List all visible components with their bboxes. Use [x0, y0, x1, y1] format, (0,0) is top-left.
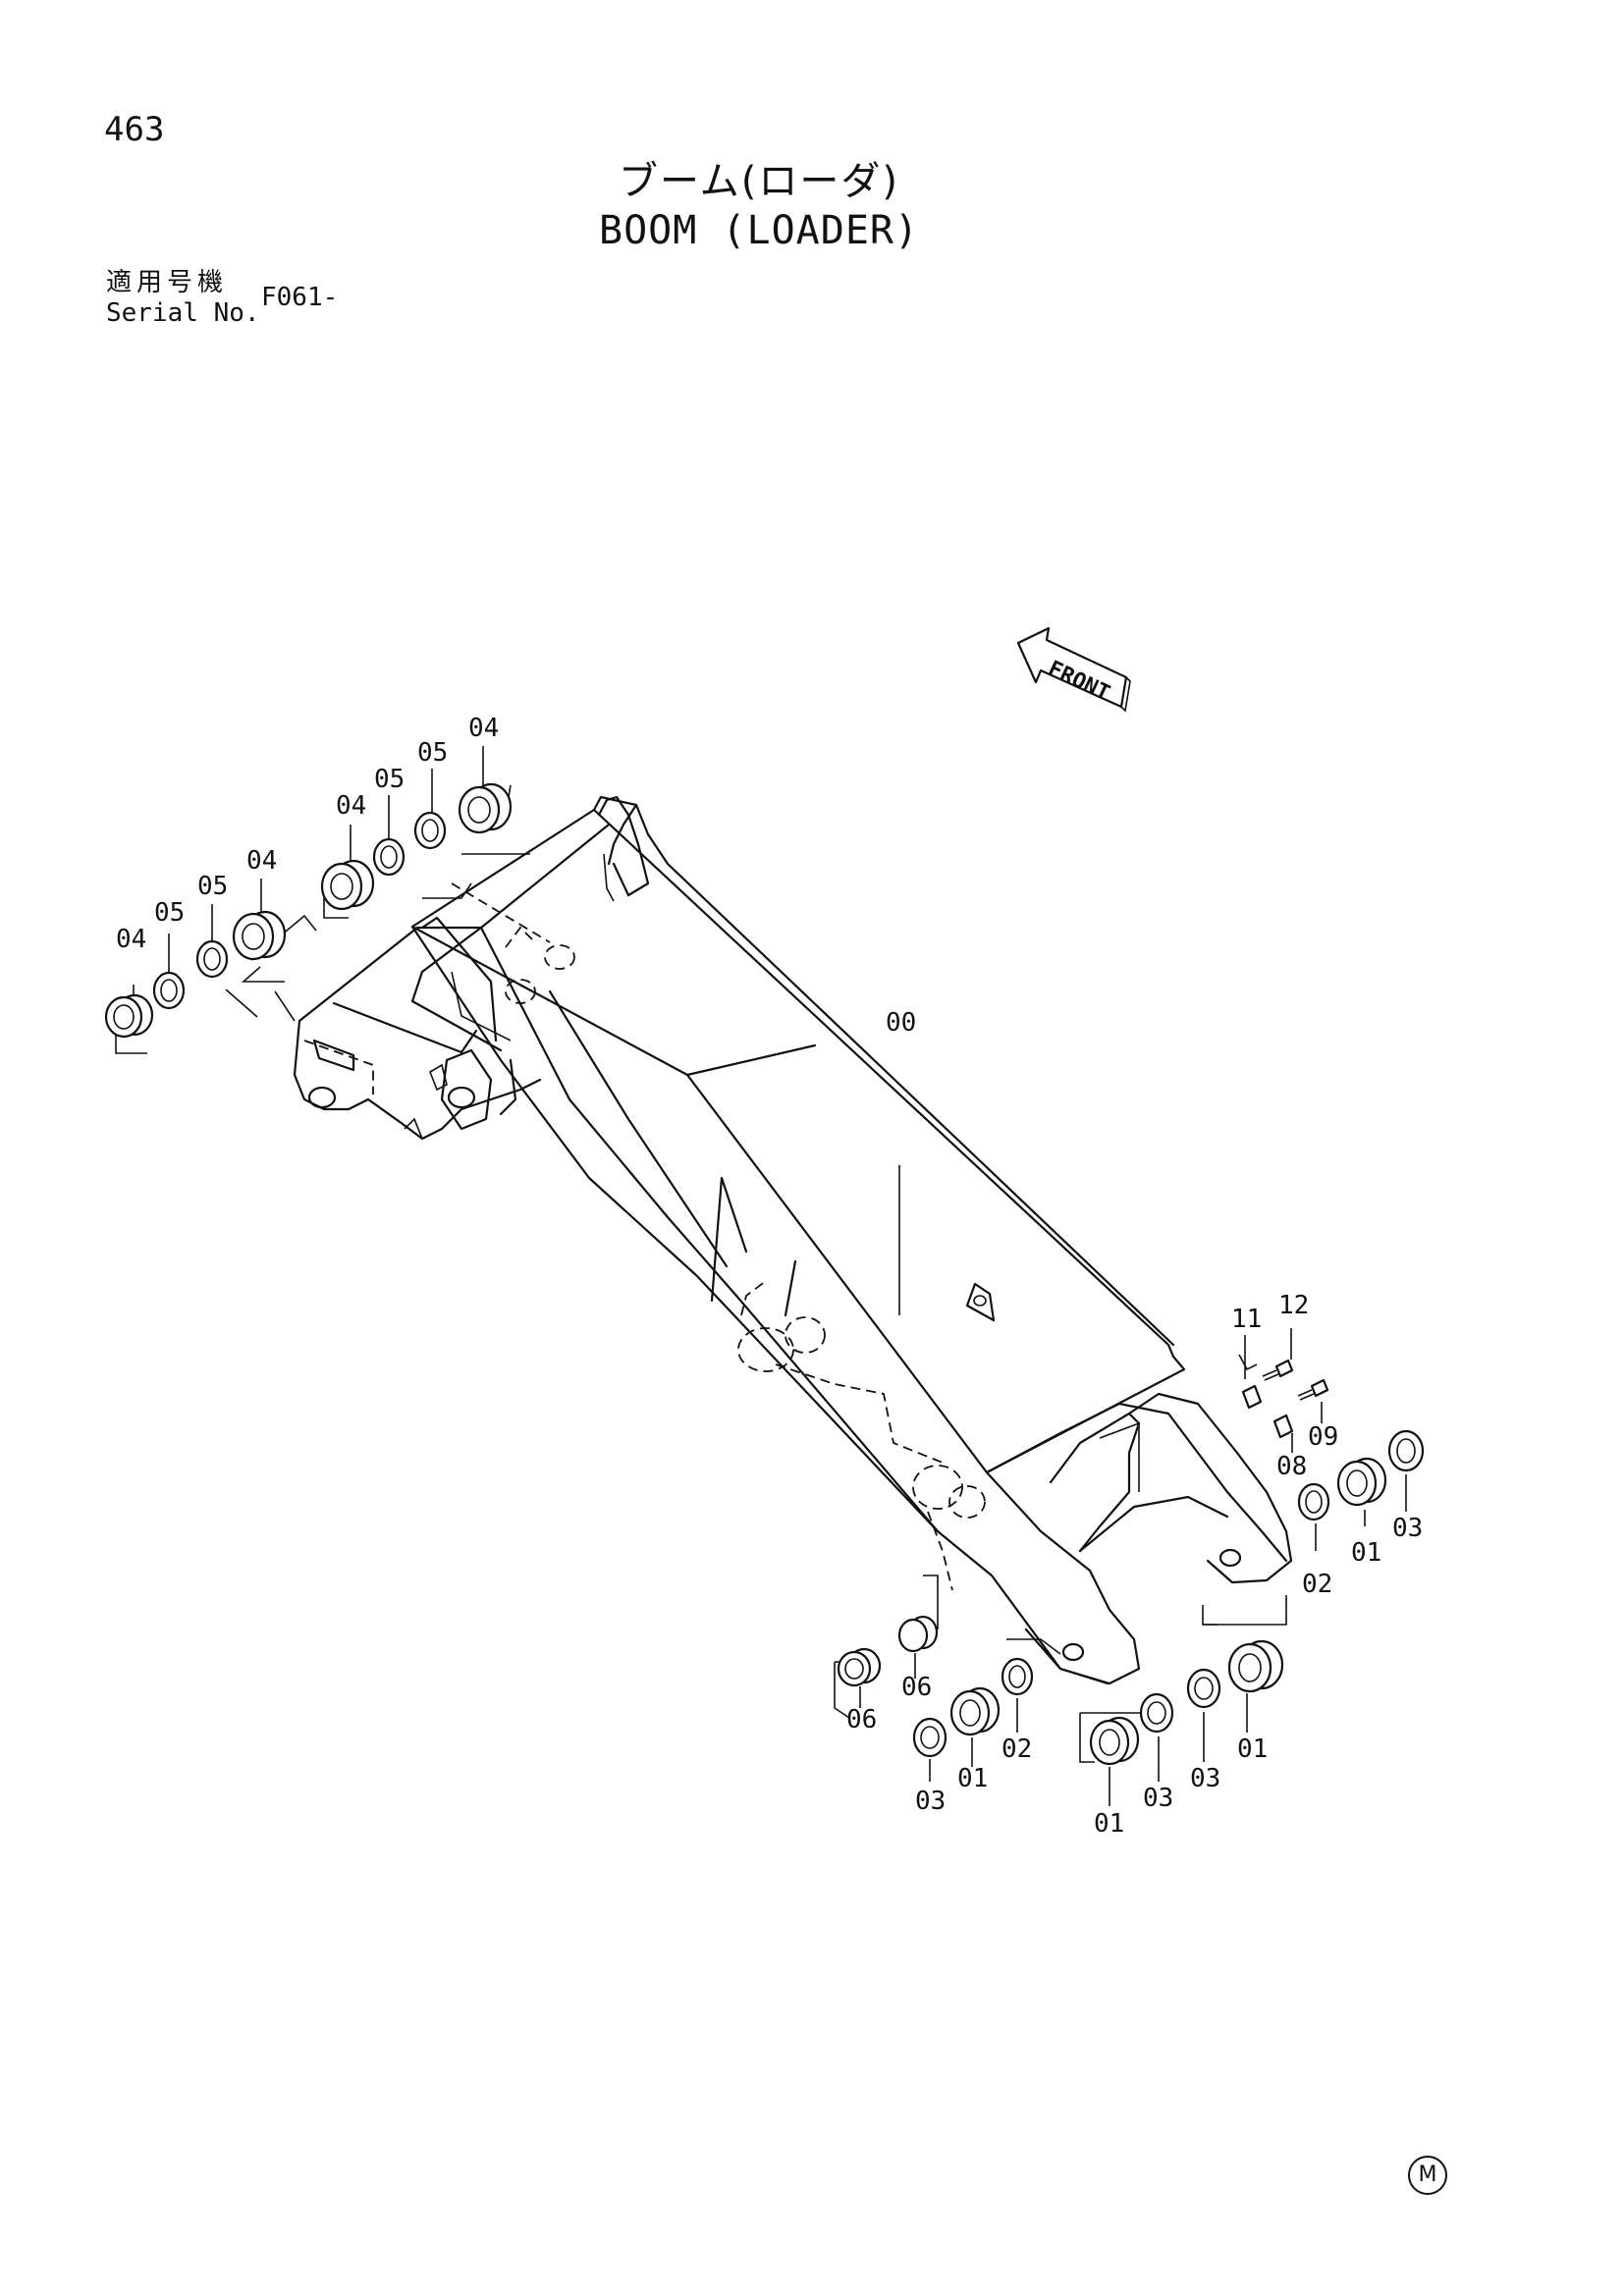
front-arrow-icon: FRONT — [1016, 626, 1131, 713]
bolt-09 — [1297, 1378, 1329, 1401]
bushing-06-b — [897, 1615, 939, 1653]
callout-09: 09 — [1308, 1422, 1338, 1452]
ring-03-a — [912, 1717, 947, 1758]
ring-05-d — [413, 811, 447, 850]
callout-11: 11 — [1231, 1305, 1262, 1334]
callout-06-b: 06 — [901, 1673, 932, 1702]
callout-04-d: 04 — [468, 714, 499, 743]
callout-05-a: 05 — [154, 898, 185, 928]
serial-label-en: Serial No. — [106, 298, 260, 328]
callout-04-a: 04 — [116, 925, 146, 954]
ring-02-b — [1297, 1482, 1330, 1522]
callout-12: 12 — [1278, 1291, 1309, 1320]
bushing-06-a — [837, 1647, 882, 1687]
boom-body — [293, 795, 1293, 1685]
hidden-lines — [303, 882, 986, 1591]
front-label: FRONT — [1044, 657, 1113, 707]
bushing-04-a — [104, 993, 154, 1039]
ring-05-a — [152, 971, 186, 1010]
callout-03-a: 03 — [915, 1787, 946, 1816]
callout-04-c: 04 — [336, 791, 366, 821]
bushing-04-d — [458, 782, 513, 834]
page-title-jp: ブーム(ローダ) — [619, 159, 900, 204]
fork-bushing-set — [834, 1354, 1287, 1763]
plate-11 — [1241, 1384, 1263, 1410]
callout-leaders-base — [133, 746, 484, 995]
callout-04-b: 04 — [246, 846, 277, 876]
ring-03-b — [1139, 1692, 1174, 1734]
callout-05-c: 05 — [374, 765, 405, 794]
plate-08 — [1272, 1414, 1294, 1439]
bolt-12 — [1262, 1359, 1294, 1381]
callout-03-c: 03 — [1190, 1764, 1220, 1793]
bushing-01-c — [1227, 1639, 1284, 1693]
bushing-04-c — [320, 859, 375, 911]
callout-08: 08 — [1276, 1452, 1307, 1481]
callout-01-c: 01 — [1237, 1735, 1268, 1764]
bushing-01-d — [1336, 1457, 1387, 1507]
callout-01-b: 01 — [1094, 1809, 1124, 1839]
page-title-en: BOOM (LOADER) — [599, 208, 920, 253]
callout-05-d: 05 — [417, 738, 448, 768]
callout-05-b: 05 — [197, 872, 228, 901]
manufacturer-mark-icon: M — [1408, 2156, 1447, 2195]
ring-02-a — [1001, 1657, 1034, 1696]
page-number: 463 — [104, 110, 165, 149]
callout-02-b: 02 — [1302, 1570, 1332, 1599]
ring-03-d — [1387, 1429, 1425, 1472]
callout-06-a: 06 — [846, 1705, 877, 1735]
callout-00: 00 — [886, 1008, 916, 1038]
callout-02-a: 02 — [1001, 1735, 1032, 1764]
callout-03-d: 03 — [1392, 1514, 1423, 1543]
callout-01-d: 01 — [1351, 1538, 1381, 1568]
ring-05-c — [372, 837, 406, 877]
callout-03-b: 03 — [1143, 1784, 1173, 1813]
bushing-01-b — [1089, 1716, 1140, 1766]
bushing-04-b — [232, 910, 287, 961]
bushing-01-a — [949, 1686, 1001, 1736]
ring-05-b — [195, 939, 229, 979]
callout-leaders-fork — [859, 1165, 1407, 1806]
serial-value: F061- — [261, 283, 339, 312]
callout-01-a: 01 — [957, 1764, 988, 1793]
callout-labels: 00 04 05 05 04 04 05 05 04 11 12 09 08 0… — [116, 714, 1423, 1839]
serial-label-jp: 適用号機 — [106, 268, 229, 297]
ring-03-c — [1186, 1668, 1221, 1709]
